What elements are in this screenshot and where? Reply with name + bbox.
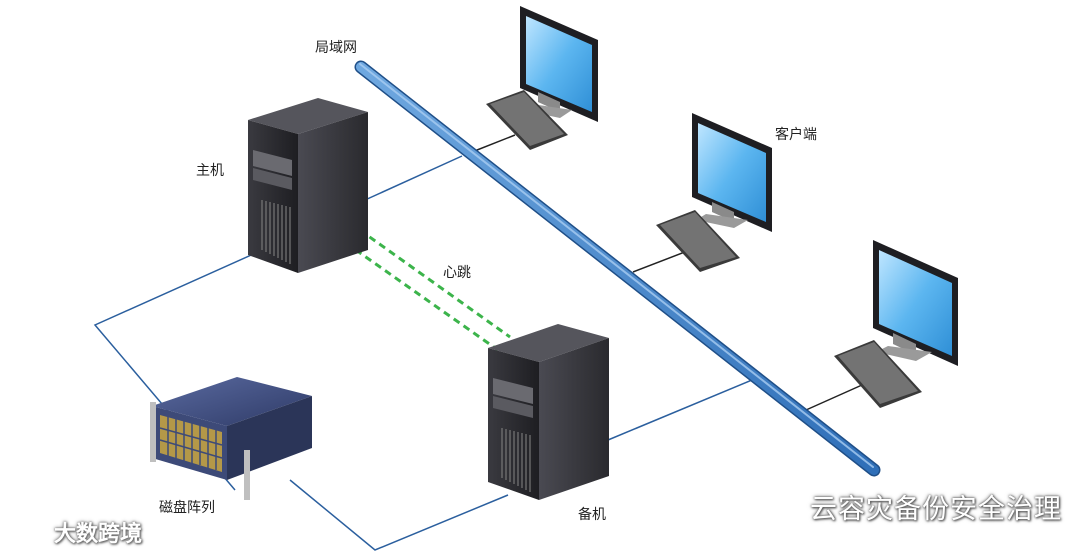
watermark-right-text: 云容灾备份安全治理 <box>810 493 1062 525</box>
host-to-lan-link <box>364 155 463 201</box>
client-computer-3 <box>834 240 958 408</box>
disk-to-standby-link <box>289 479 509 551</box>
brand-logo-icon <box>9 521 45 543</box>
watermark-left: 大数跨境 <box>8 515 142 549</box>
client-computer-1 <box>486 6 598 150</box>
client2-link <box>632 249 691 273</box>
keyboard-3 <box>834 340 922 408</box>
chat-bubbles-icon <box>761 491 798 520</box>
standby-to-lan-link <box>607 379 753 441</box>
watermark-left-text: 大数跨境 <box>54 522 143 547</box>
host-server <box>248 98 368 273</box>
client3-link <box>805 384 863 411</box>
heartbeat-label: 心跳 <box>443 265 471 281</box>
keyboard-1 <box>486 90 568 150</box>
disk-array <box>150 377 312 500</box>
client1-link <box>471 134 516 153</box>
client-computer-2 <box>656 113 772 272</box>
watermark-right: 云容灾备份安全治理 <box>760 488 1062 525</box>
standby-label: 备机 <box>578 507 606 523</box>
host-label: 主机 <box>196 163 224 179</box>
client-label: 客户端 <box>775 127 817 143</box>
heartbeat-links <box>335 221 511 352</box>
disk-array-label: 磁盘阵列 <box>159 500 215 516</box>
lan-label: 局域网 <box>315 40 357 56</box>
standby-server <box>488 324 609 500</box>
keyboard-2 <box>656 210 740 272</box>
